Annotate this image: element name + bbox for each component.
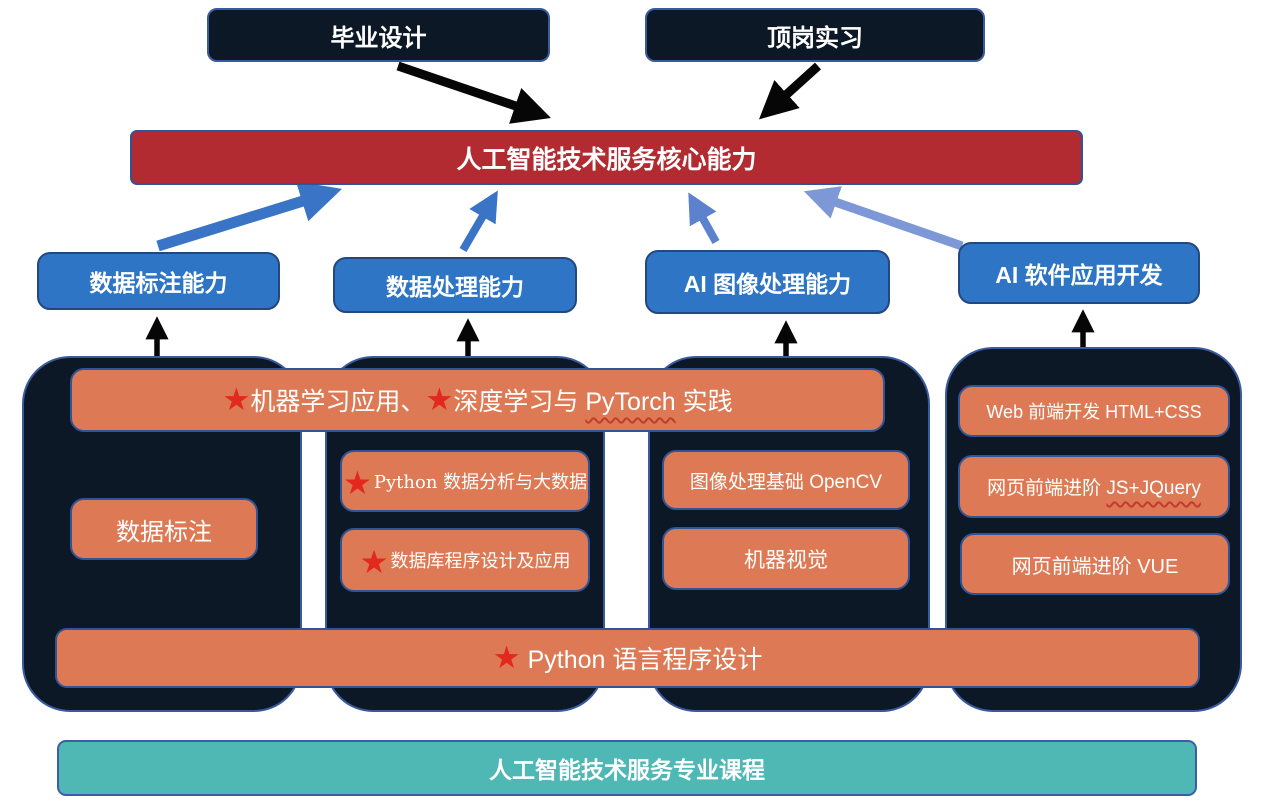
core-capability-bar: 人工智能技术服务核心能力: [130, 130, 1083, 185]
professional-courses-label: 人工智能技术服务专业课程: [489, 757, 765, 783]
star-icon: ★: [425, 382, 454, 417]
python-bar-label: Python 语言程序设计: [520, 646, 763, 674]
course-box-web-html-css: Web 前端开发 HTML+CSS: [958, 385, 1230, 437]
core-capability-label: 人工智能技术服务核心能力: [456, 145, 757, 174]
arrow-graduation-to-core: [396, 61, 551, 124]
ml-dl-part2: 深度学习与: [453, 388, 586, 416]
course-box-opencv: 图像处理基础 OpenCV: [662, 450, 910, 510]
course-box-python-data-analysis: ★Python 数据分析与大数据: [340, 450, 590, 512]
course-label: 网页前端进阶 VUE: [1011, 555, 1179, 578]
arrow-software-to-core: [803, 186, 964, 251]
capability-label: 数据处理能力: [386, 274, 524, 300]
star-icon: ★: [359, 543, 389, 581]
arrow-image-to-core: [688, 192, 720, 244]
star-icon: ★: [342, 464, 372, 502]
course-box-database-design: ★数据库程序设计及应用: [340, 528, 590, 592]
course-wavy-jsjquery: JS+JQuery: [1106, 478, 1201, 499]
internship-label: 顶岗实习: [767, 24, 863, 52]
professional-courses-bar: 人工智能技术服务专业课程: [57, 740, 1197, 796]
course-box-vue: 网页前端进阶 VUE: [960, 533, 1230, 595]
capability-box-ai-image: AI 图像处理能力: [645, 250, 890, 314]
course-text: ★Python 数据分析与大数据: [343, 467, 588, 499]
course-python-bar: ★ Python 语言程序设计: [55, 628, 1200, 688]
course-label: 图像处理基础 OpenCV: [689, 471, 883, 493]
ml-dl-wavy-pytorch: PyTorch: [585, 388, 676, 416]
capability-label: AI 图像处理能力: [683, 271, 852, 297]
capability-box-data-annotation: 数据标注能力: [37, 252, 280, 310]
course-text: ★数据库程序设计及应用: [359, 546, 571, 578]
course-ml-dl-bar: ★机器学习应用、★深度学习与 PyTorch 实践: [70, 368, 885, 432]
star-icon: ★: [222, 382, 251, 417]
arrow-processing-to-core: [459, 190, 498, 253]
course-label-prefix: 网页前端进阶: [987, 478, 1107, 499]
arrow-internship-to-core: [758, 62, 822, 120]
ml-dl-part1: 机器学习应用、: [250, 388, 426, 416]
capability-label: AI 软件应用开发: [995, 262, 1163, 288]
ml-dl-text: ★机器学习应用、★深度学习与 PyTorch 实践: [222, 382, 732, 418]
arrow-annotation-to-core: [156, 181, 342, 252]
star-icon: ★: [492, 640, 521, 675]
graduation-design-box: 毕业设计: [207, 8, 550, 62]
course-text: 网页前端进阶 JS+JQuery: [987, 473, 1201, 500]
ml-dl-part3: 实践: [675, 388, 733, 416]
course-box-data-annotation: 数据标注: [70, 498, 258, 560]
course-label: 数据标注: [116, 518, 212, 546]
course-label: 数据库程序设计及应用: [390, 551, 571, 572]
capability-box-ai-software: AI 软件应用开发: [958, 242, 1200, 304]
course-box-js-jquery: 网页前端进阶 JS+JQuery: [958, 455, 1230, 518]
course-label: Python 数据分析与大数据: [373, 472, 588, 493]
course-box-machine-vision: 机器视觉: [662, 527, 910, 590]
internship-box: 顶岗实习: [645, 8, 985, 62]
course-label: 机器视觉: [744, 548, 828, 572]
graduation-design-label: 毕业设计: [330, 24, 427, 52]
capability-box-data-processing: 数据处理能力: [333, 257, 577, 313]
capability-label: 数据标注能力: [89, 270, 228, 296]
course-label: Web 前端开发 HTML+CSS: [986, 402, 1202, 422]
python-bar-text: ★ Python 语言程序设计: [493, 640, 763, 676]
